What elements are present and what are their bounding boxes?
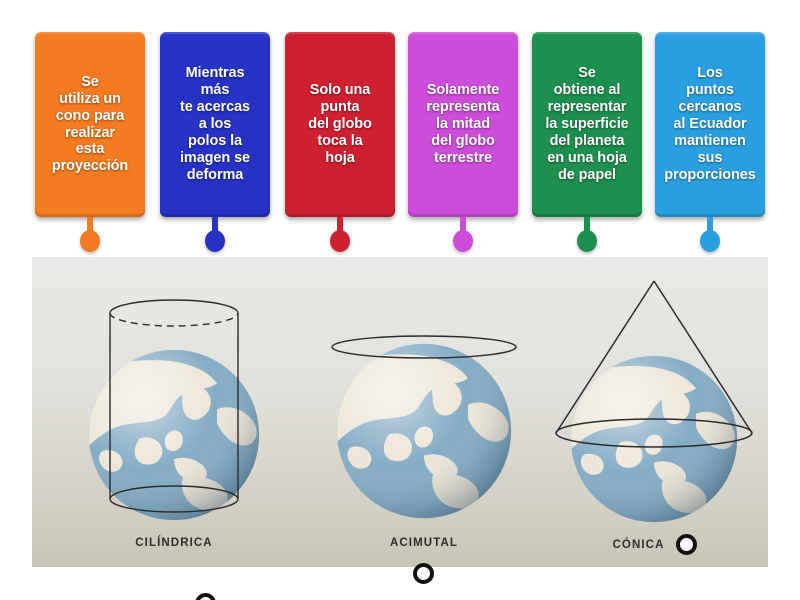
card-slot-5: Se obtiene al representar la superficie … [532,32,642,252]
card-label-1: Se utiliza un cono para realizar esta pr… [51,73,129,175]
card-stem-6 [707,217,713,237]
figure-label-acimutal: ACIMUTAL [390,537,458,549]
card-punta-toca-hoja[interactable]: Solo una punta del globo toca la hoja [285,32,395,217]
card-ecuador-proporciones[interactable]: Los puntos cercanos al Ecuador mantienen… [655,32,765,217]
card-slot-3: Solo una punta del globo toca la hoja [285,32,395,252]
cylinder-shape [109,299,239,513]
card-conica-definicion[interactable]: Se utiliza un cono para realizar esta pr… [35,32,145,217]
draggable-cards-row: Se utiliza un cono para realizar esta pr… [0,0,800,252]
card-deformacion-polos[interactable]: Mientras más te acercas a los polos la i… [160,32,270,217]
card-mitad-globo[interactable]: Solamente representa la mitad del globo … [408,32,518,217]
drop-target-acimutal-hoja[interactable] [413,563,434,584]
drop-target-cilindrica-superficie[interactable] [195,593,216,600]
card-label-5: Se obtiene al representar la superficie … [545,65,629,183]
figure-label-conica: CÓNICA [612,538,665,551]
figure-acimutal: ACIMUTAL [304,257,544,584]
card-label-6: Los puntos cercanos al Ecuador mantienen… [664,65,756,183]
card-stem-4 [460,217,466,237]
card-label-2: Mientras más te acercas a los polos la i… [179,65,251,183]
card-knob-6[interactable] [700,230,720,252]
card-label-4: Solamente representa la mitad del globo … [426,82,500,166]
globe-azimuthal [336,343,512,519]
globe-graphic [336,343,512,519]
card-stem-2 [212,217,218,237]
figure-label-cilindrica: CILÍNDRICA [135,537,213,549]
card-knob-3[interactable] [330,230,350,252]
cone-shape [555,280,753,448]
card-slot-1: Se utiliza un cono para realizar esta pr… [35,32,145,252]
card-superficie-planeta[interactable]: Se obtiene al representar la superficie … [532,32,642,217]
card-slot-6: Los puntos cercanos al Ecuador mantienen… [655,32,765,252]
card-knob-5[interactable] [577,230,597,252]
projection-diagram-panel: CILÍNDRICA [32,257,768,600]
card-knob-1[interactable] [80,230,100,252]
drop-target-conica[interactable] [676,534,698,555]
card-slot-4: Solamente representa la mitad del globo … [408,32,518,252]
figure-label-conica-group: CÓNICA [542,534,768,555]
card-stem-5 [584,217,590,237]
globe-graphic [88,349,260,521]
card-stem-3 [337,217,343,237]
card-knob-4[interactable] [453,230,473,252]
figure-conica: CÓNICA [542,257,768,567]
globe-cylindrical [88,349,260,521]
card-slot-2: Mientras más te acercas a los polos la i… [160,32,270,252]
card-knob-2[interactable] [205,230,225,252]
figure-cilindrica: CILÍNDRICA [54,257,294,600]
azimuthal-plane-shape [331,335,517,359]
card-stem-1 [87,217,93,237]
card-label-3: Solo una punta del globo toca la hoja [308,82,372,166]
